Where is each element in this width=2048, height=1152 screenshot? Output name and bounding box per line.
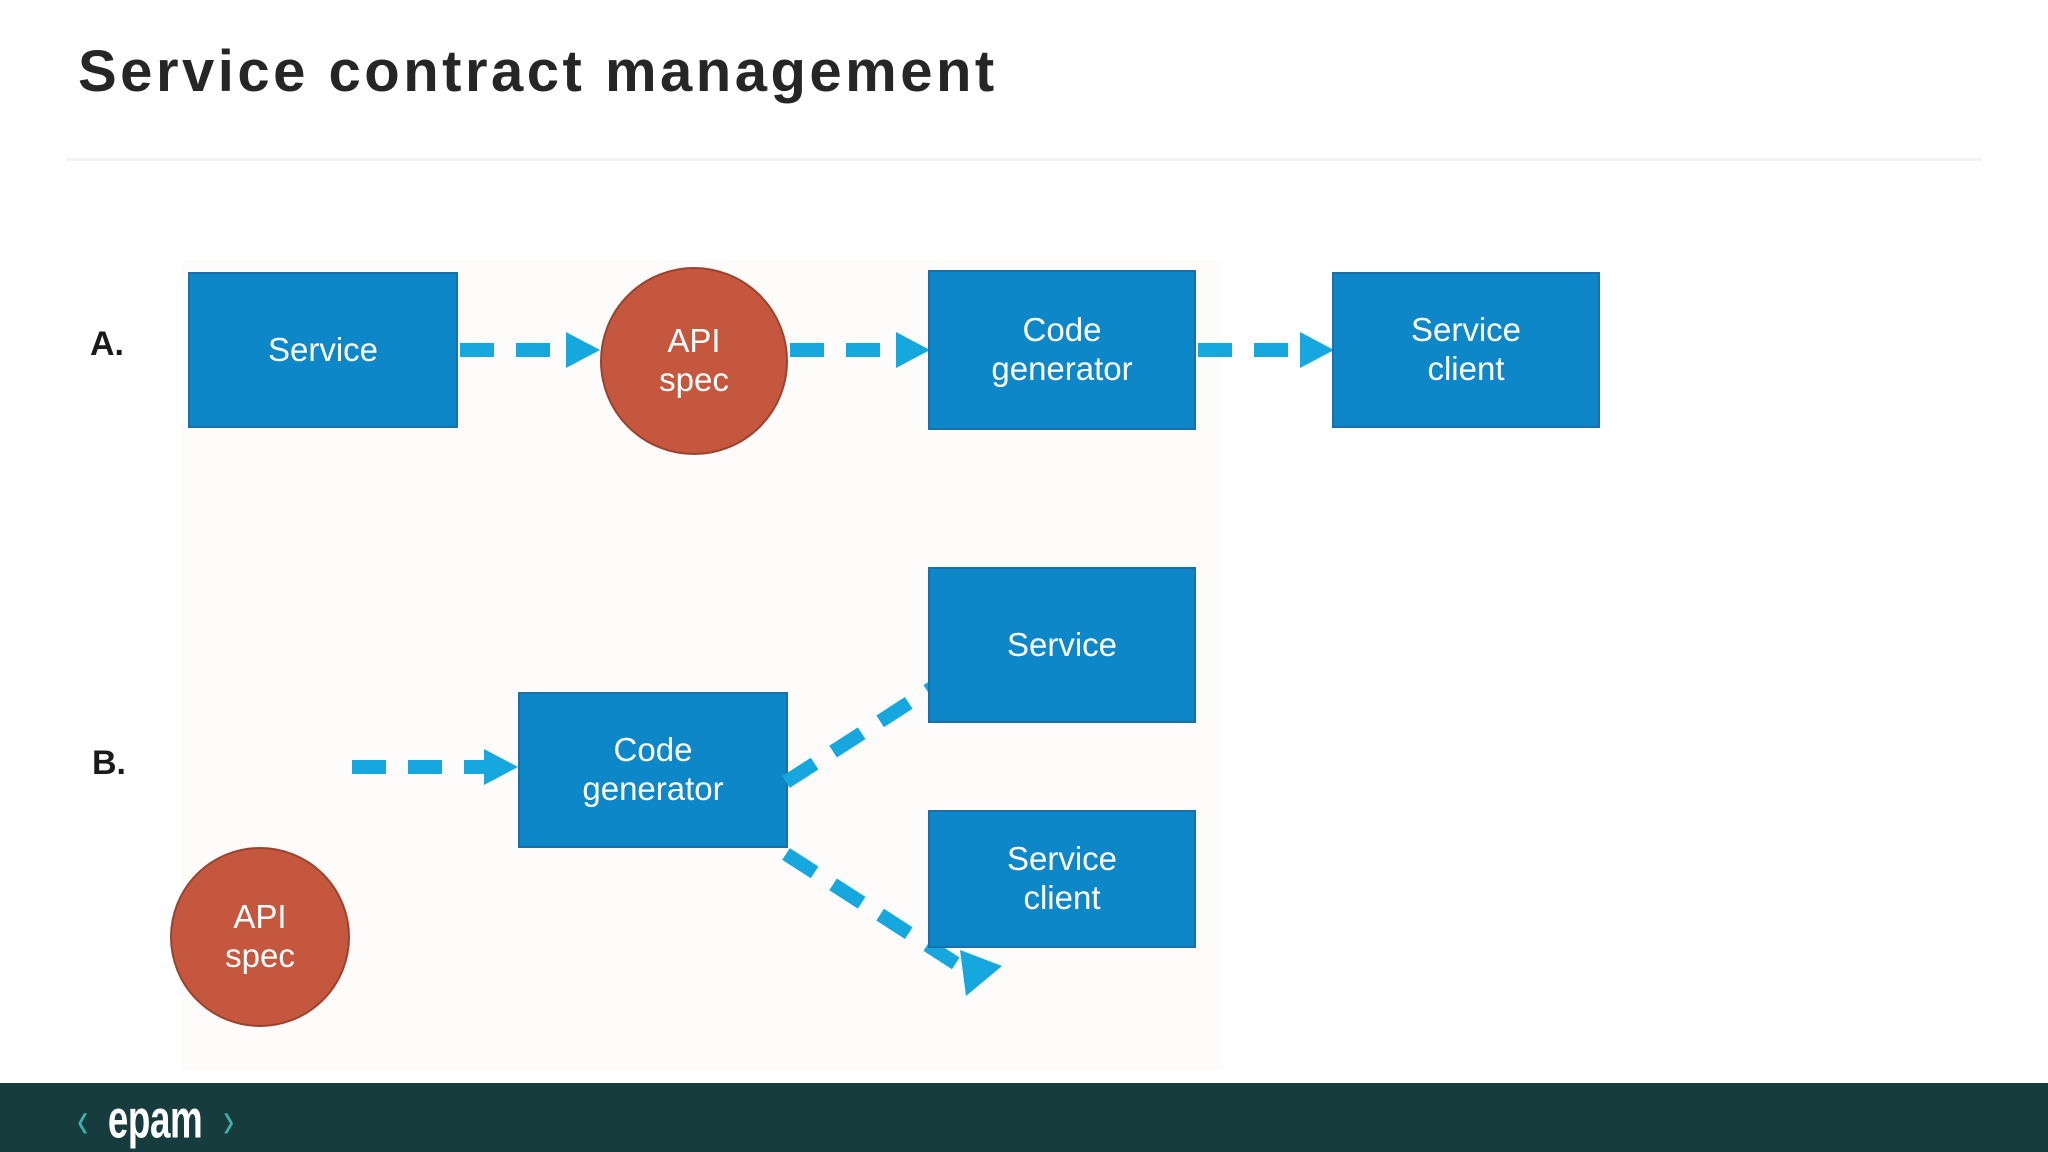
- node-a-service[interactable]: Service: [188, 272, 458, 428]
- arrow-b-apispec-to-codegen: [352, 749, 518, 785]
- node-a-service-client[interactable]: Service client: [1332, 272, 1600, 428]
- arrow-head-icon: [566, 332, 600, 368]
- node-label-line1: Service: [1410, 311, 1522, 349]
- node-label-line2: generator: [582, 770, 724, 807]
- arrow-b-codegen-to-client: [782, 848, 1002, 996]
- node-label-line2: spec: [659, 361, 729, 398]
- node-a-api-spec[interactable]: API spec: [600, 267, 788, 455]
- node-label-line2: spec: [225, 937, 295, 974]
- node-label-line2: client: [1427, 350, 1505, 387]
- arrow-shaft: [460, 343, 566, 357]
- logo-wordmark: epam: [108, 1088, 203, 1150]
- node-label-line1: API: [233, 898, 287, 936]
- footer-bar: [0, 1083, 2048, 1152]
- node-a-code-generator[interactable]: Code generator: [928, 270, 1196, 430]
- node-label-line2: client: [1023, 879, 1101, 916]
- arrow-shaft: [352, 760, 484, 774]
- row-marker-a: A.: [90, 325, 124, 363]
- node-b-service[interactable]: Service: [928, 567, 1196, 723]
- node-label-line2: generator: [991, 350, 1133, 387]
- node-label-line1: Code: [613, 731, 693, 769]
- node-label-line1: Service: [1006, 840, 1118, 878]
- page-title: Service contract management: [78, 39, 998, 104]
- arrow-head-icon: [484, 749, 518, 785]
- node-b-api-spec[interactable]: API spec: [170, 847, 350, 1027]
- logo-left-bracket-icon: ‹: [77, 1089, 89, 1149]
- node-b-code-generator[interactable]: Code generator: [518, 692, 788, 848]
- node-label-line1: API: [667, 322, 721, 360]
- arrow-shaft: [782, 848, 970, 976]
- arrow-shaft: [790, 343, 896, 357]
- arrow-head-icon: [896, 332, 930, 368]
- logo-right-bracket-icon: ›: [222, 1089, 234, 1149]
- title-divider: [66, 158, 1982, 161]
- row-marker-b: B.: [92, 744, 126, 782]
- arrow-a-codegen-to-client: [1198, 332, 1334, 368]
- arrow-shaft: [1198, 343, 1300, 357]
- epam-logo: ‹ epam ›: [75, 1088, 236, 1150]
- node-b-service-client[interactable]: Service client: [928, 810, 1196, 948]
- node-label: Service: [1006, 625, 1118, 663]
- diagram-canvas: A. Service API spec Code generator: [0, 170, 2048, 1080]
- arrow-a-service-to-apispec: [460, 332, 600, 368]
- node-label-line1: Code: [1022, 311, 1102, 349]
- arrow-head-icon: [1300, 332, 1334, 368]
- arrow-head-icon: [960, 950, 1002, 996]
- arrow-a-apispec-to-codegen: [790, 332, 930, 368]
- node-label: Service: [267, 330, 379, 368]
